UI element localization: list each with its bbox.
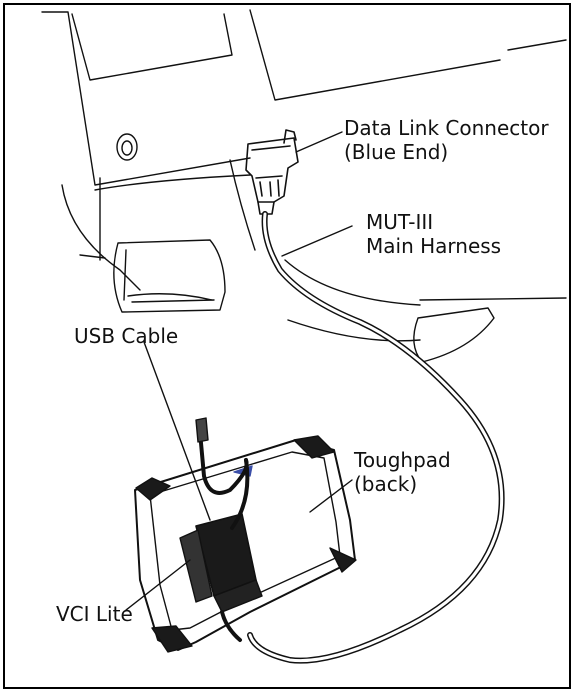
dashboard-panel-lines: [41, 9, 567, 342]
label-mut-iii-main-harness: MUT-III Main Harness: [366, 210, 502, 258]
label-toughpad: Toughpad (back): [354, 448, 451, 496]
label-vci-lite: VCI Lite: [56, 602, 133, 626]
main-harness-cable: [247, 211, 505, 664]
data-link-connector: [245, 129, 299, 215]
label-data-link-connector: Data Link Connector (Blue End): [344, 116, 549, 164]
label-usb-cable: USB Cable: [74, 324, 179, 348]
usb-cable: [195, 417, 250, 530]
vci-lite-box: [179, 513, 263, 642]
air-vent: [113, 239, 226, 313]
dashboard-knob: [116, 133, 138, 161]
lower-bracket: [413, 307, 495, 363]
leader-lines: [125, 131, 353, 611]
